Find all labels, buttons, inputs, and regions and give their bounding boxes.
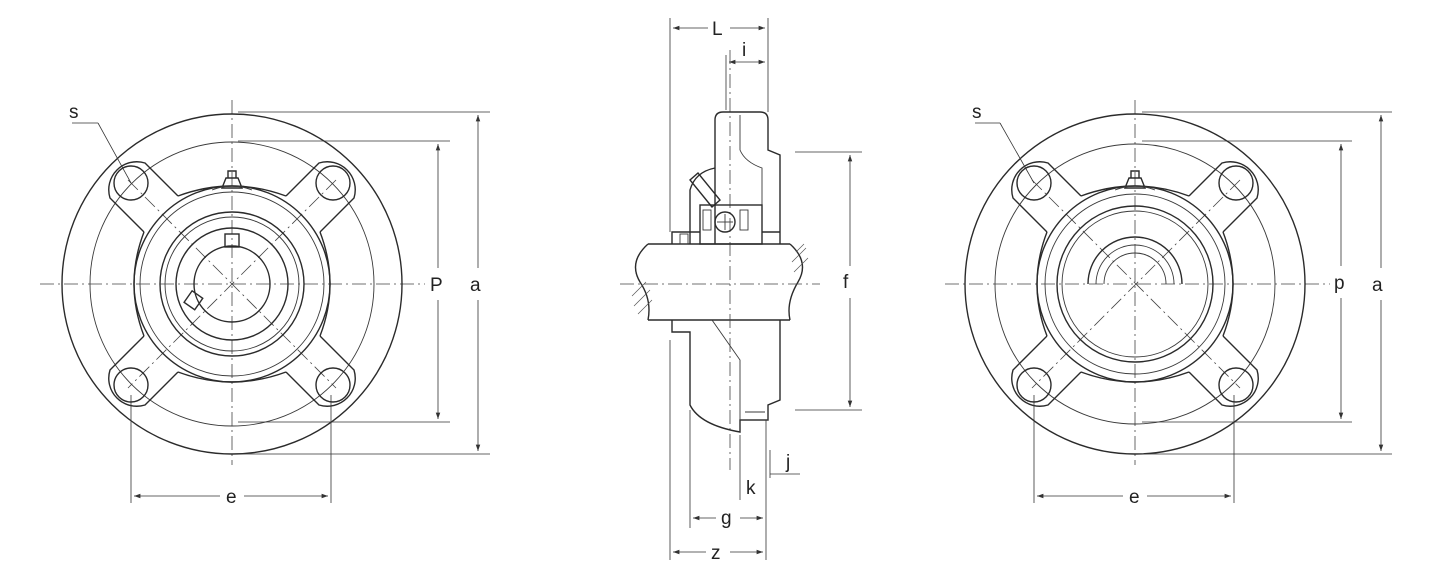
housing-upper-inner xyxy=(739,115,763,244)
grease-nipple-boss xyxy=(211,185,253,191)
bolt-hole xyxy=(315,165,351,201)
end-cover-dome-inner xyxy=(1103,252,1167,285)
end-cover-outer xyxy=(1056,205,1214,363)
label-a: a xyxy=(470,275,481,296)
housing-lugs xyxy=(108,161,356,407)
flange-outer-circle xyxy=(61,113,403,455)
bolt-hole xyxy=(315,367,351,403)
housing-face xyxy=(689,167,716,244)
flange-inner-circle xyxy=(994,143,1276,425)
flange-inner-circle xyxy=(89,141,375,427)
label-z: z xyxy=(711,543,721,564)
bolt-slot xyxy=(740,411,768,421)
side-section-view: L i f j k g z xyxy=(620,18,862,564)
housing-bore-ring xyxy=(139,191,325,377)
shaft-hatch xyxy=(631,243,809,315)
label-f: f xyxy=(843,272,849,293)
front-view-left: s P a e xyxy=(40,100,490,508)
seal xyxy=(739,209,749,231)
end-cover-dome-inner xyxy=(1095,244,1175,285)
flange-outer-circle xyxy=(964,113,1306,455)
housing-upper-outline xyxy=(714,111,781,244)
end-cover-inner xyxy=(1061,210,1209,358)
grease-nipple xyxy=(689,171,721,209)
bolt-hole xyxy=(1218,165,1254,201)
seal xyxy=(702,209,712,231)
end-cover-dome xyxy=(1087,236,1183,285)
s-leader xyxy=(999,122,1035,184)
label-j: j xyxy=(785,452,790,473)
bolt-hole xyxy=(113,165,149,201)
label-s: s xyxy=(69,102,79,123)
label-e: e xyxy=(1129,487,1140,508)
label-L: L xyxy=(712,19,723,40)
shaft-edges xyxy=(648,243,790,321)
grease-nipple-boss xyxy=(1114,185,1156,191)
bolt-hole xyxy=(1016,165,1052,201)
inner-ring-collar xyxy=(671,231,780,244)
label-g: g xyxy=(721,508,732,529)
shaft-break-left xyxy=(634,243,650,321)
grease-nipple xyxy=(1123,170,1147,189)
housing-lower-outline xyxy=(671,320,781,433)
s-leader xyxy=(97,122,132,184)
housing-bore-ring xyxy=(1044,193,1226,375)
front-view-right: s p a e xyxy=(945,100,1392,508)
grease-nipple xyxy=(220,170,244,189)
label-i: i xyxy=(742,40,746,61)
bearing-seal xyxy=(164,216,300,352)
label-P: P xyxy=(430,275,443,296)
label-a: a xyxy=(1372,275,1383,296)
label-s: s xyxy=(972,102,982,123)
set-screw xyxy=(679,233,689,245)
bearing-ball xyxy=(714,211,736,233)
label-e: e xyxy=(226,487,237,508)
shaft-bore xyxy=(193,245,271,323)
bearing-outer xyxy=(699,204,763,245)
housing-lower-inner xyxy=(711,319,741,420)
bolt-hole xyxy=(1218,367,1254,403)
label-k: k xyxy=(746,478,756,499)
set-screw xyxy=(183,289,204,311)
inner-ring xyxy=(175,227,289,341)
set-screw xyxy=(224,233,240,248)
housing-lugs xyxy=(1011,161,1259,407)
bearing-outer-ring xyxy=(159,211,305,357)
label-p: p xyxy=(1334,273,1345,294)
shaft-break-right xyxy=(788,243,804,321)
